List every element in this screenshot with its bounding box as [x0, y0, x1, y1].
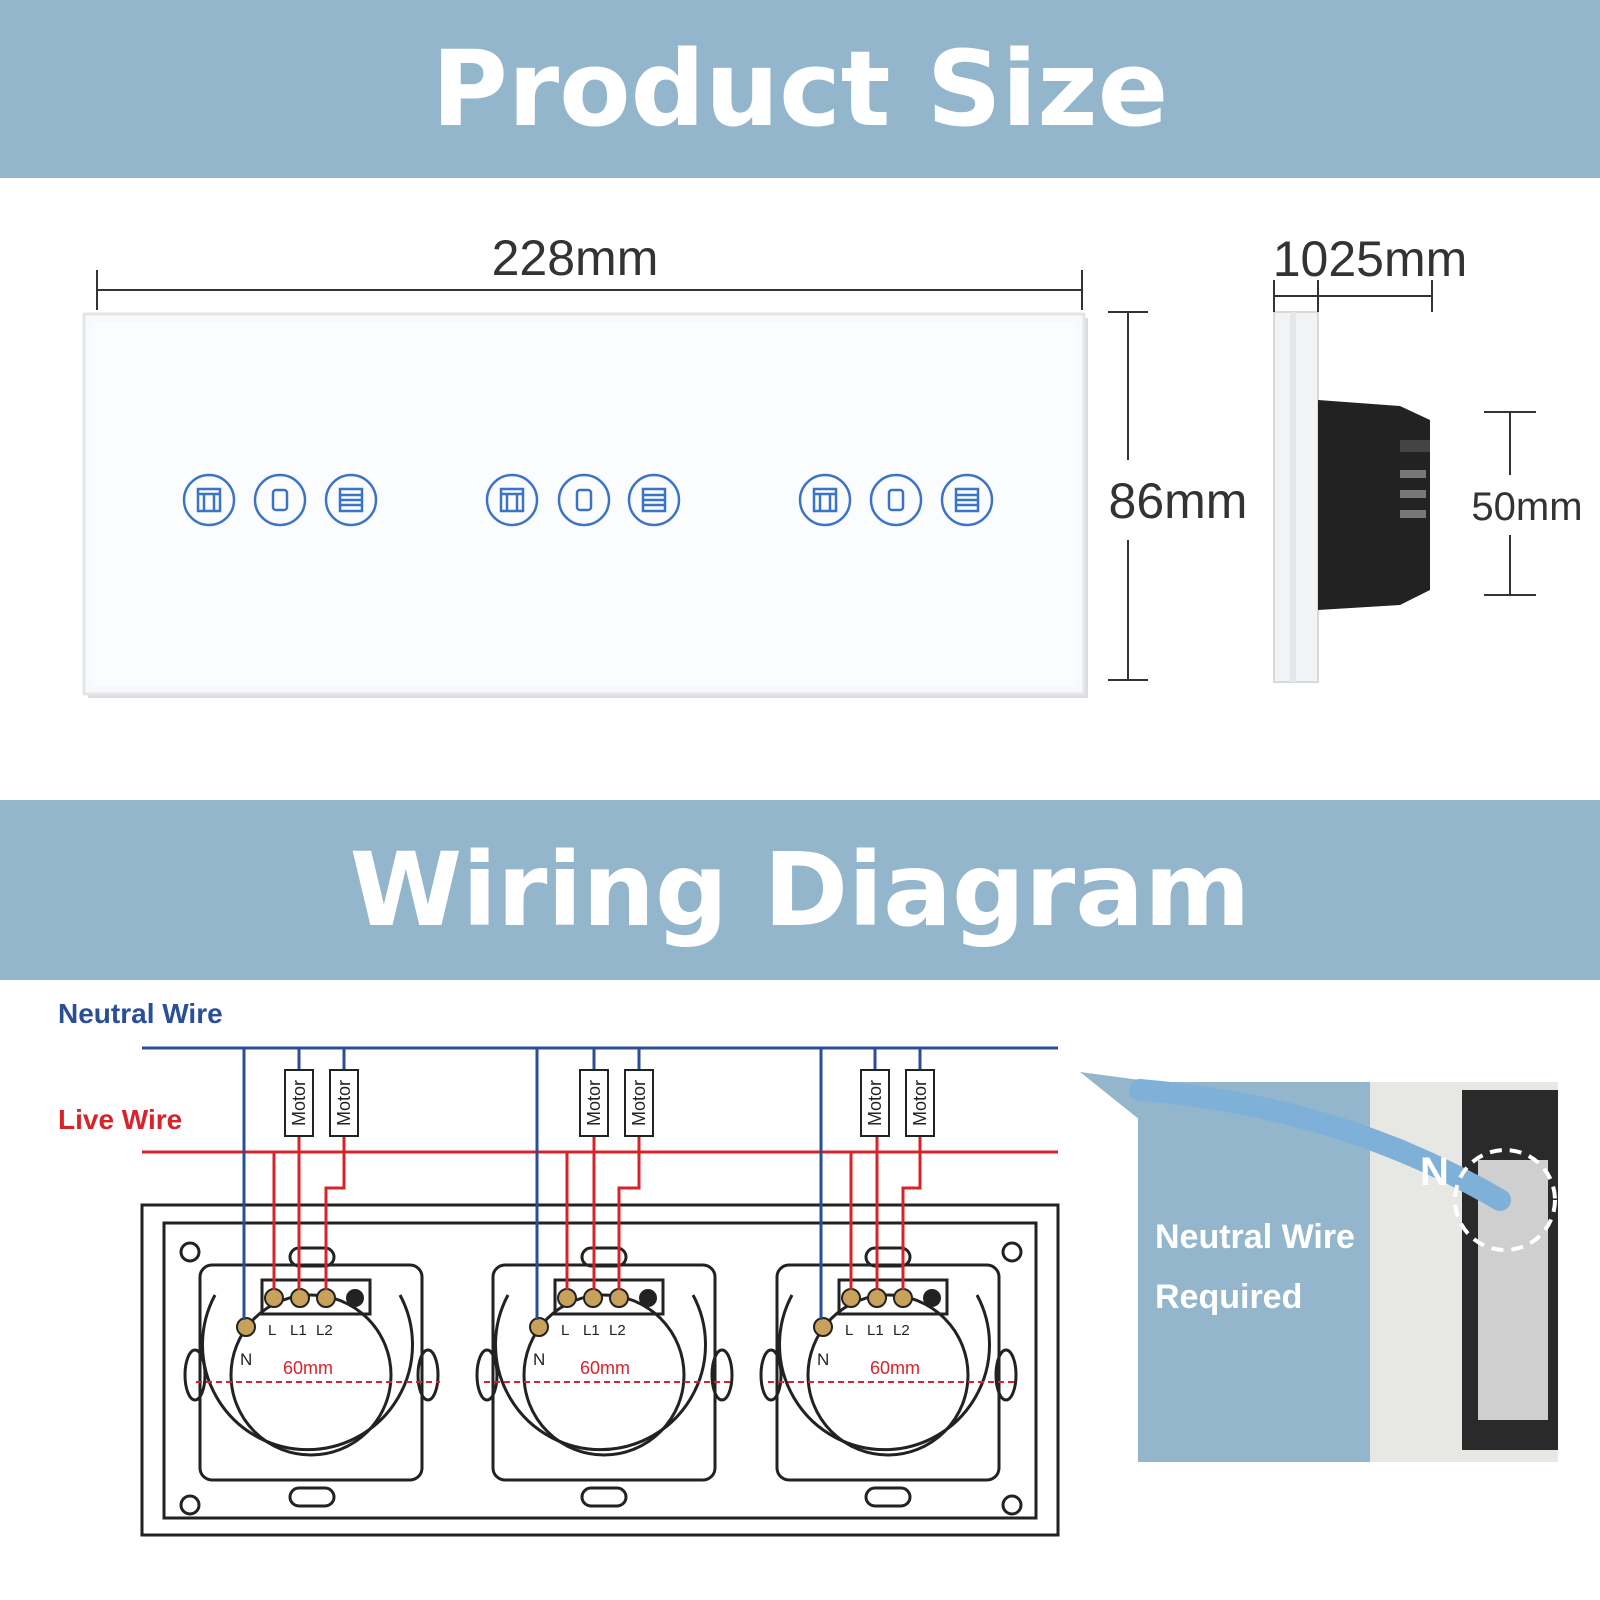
neutral-connections — [242, 1048, 922, 1320]
product-size-banner: Product Size — [0, 0, 1600, 178]
live-wire-label: Live Wire — [58, 1104, 182, 1135]
terminal-n-label: N — [817, 1350, 829, 1369]
terminal-l-label: L — [268, 1322, 276, 1339]
pause-icon[interactable] — [557, 473, 611, 527]
touch-group-1 — [182, 473, 378, 527]
terminal-l2-label: L2 — [893, 1322, 910, 1339]
touch-group-3 — [798, 473, 994, 527]
close-curtain-icon[interactable] — [940, 473, 994, 527]
wiring-diagram: Neutral Wire Live Wire L — [58, 998, 1558, 1537]
neutral-required-callout: N Neutral Wire Required — [1080, 1072, 1558, 1462]
wiring-title: Wiring Diagram — [349, 830, 1251, 950]
close-curtain-icon[interactable] — [324, 473, 378, 527]
product-size-title: Product Size — [431, 28, 1169, 150]
motor-label: Motor — [910, 1080, 930, 1126]
terminal-l1-label: L1 — [290, 1322, 307, 1339]
terminal-l2-label: L2 — [316, 1322, 333, 1339]
motor-label: Motor — [629, 1080, 649, 1126]
motor-label: Motor — [865, 1080, 885, 1126]
open-curtain-icon[interactable] — [182, 473, 236, 527]
width-label: 228mm — [492, 230, 659, 286]
width-dimension — [96, 270, 1083, 310]
motor-label: Motor — [289, 1080, 309, 1126]
open-curtain-icon[interactable] — [485, 473, 539, 527]
terminal-l1-label: L1 — [583, 1322, 600, 1339]
close-curtain-icon[interactable] — [627, 473, 681, 527]
terminal-n-label: N — [240, 1350, 252, 1369]
terminal-l1-label: L1 — [867, 1322, 884, 1339]
motor-label: Motor — [584, 1080, 604, 1126]
callout-line2: Required — [1155, 1278, 1302, 1316]
box-height-dimension — [1484, 411, 1536, 596]
callout-line1: Neutral Wire — [1155, 1218, 1355, 1256]
motor-pair-3: Motor Motor — [860, 1069, 935, 1137]
product-size-diagram: 228mm — [82, 230, 1583, 698]
spacing-label: 60mm — [283, 1358, 333, 1378]
live-connections — [272, 1136, 922, 1290]
motor-pair-1: Motor Motor — [284, 1069, 359, 1137]
pause-icon[interactable] — [869, 473, 923, 527]
side-view — [1273, 311, 1430, 683]
switch-module-3: L L1 L2 N 60mm — [759, 1246, 1018, 1508]
switch-module-1: L L1 L2 N 60mm — [183, 1246, 440, 1508]
terminal-l2-label: L2 — [609, 1322, 626, 1339]
triple-frame — [140, 1203, 1060, 1537]
neutral-wire-label: Neutral Wire — [58, 998, 223, 1029]
terminal-l-label: L — [845, 1322, 853, 1339]
terminal-n-label: N — [533, 1350, 545, 1369]
open-curtain-icon[interactable] — [798, 473, 852, 527]
motor-label: Motor — [334, 1080, 354, 1126]
box-height-label: 50mm — [1471, 485, 1582, 529]
height-label: 86mm — [1109, 473, 1248, 529]
terminal-l-label: L — [561, 1322, 569, 1339]
switch-module-2: L L1 L2 N 60mm — [475, 1246, 734, 1508]
spacing-label: 60mm — [870, 1358, 920, 1378]
n-badge: N — [1420, 1150, 1449, 1194]
motor-pair-2: Motor Motor — [579, 1069, 654, 1137]
height-dimension — [1108, 311, 1148, 681]
depth-label: 1025mm — [1273, 231, 1468, 287]
depth-dimension — [1273, 280, 1433, 312]
spacing-label: 60mm — [580, 1358, 630, 1378]
touch-group-2 — [485, 473, 681, 527]
pause-icon[interactable] — [253, 473, 307, 527]
glass-panel — [82, 312, 1088, 698]
wiring-banner: Wiring Diagram — [0, 800, 1600, 980]
